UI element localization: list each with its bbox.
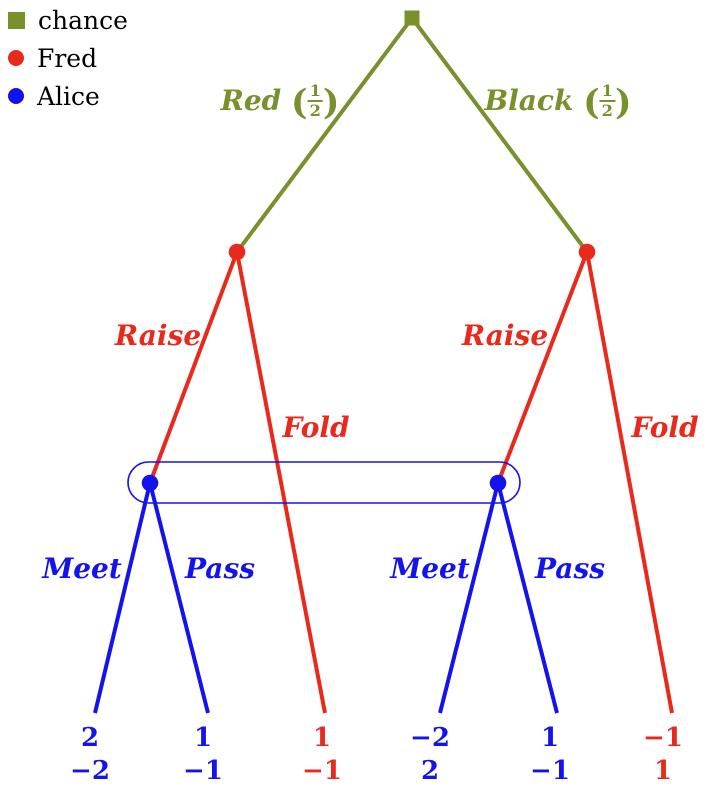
action-label-raise-right: Raise [461,319,549,352]
prob-numerator: 1 [599,80,615,102]
legend-label: Fred [37,43,98,73]
payoff-leaf-2: 1 −1 [183,722,223,788]
action-label-pass-left: Pass [185,552,255,585]
payoff-top-value: 1 [540,723,560,753]
edge-alice-right-pass [496,482,559,714]
legend-label: chance [38,5,128,35]
payoff-top-value: 2 [80,723,100,753]
chance-square-icon [8,11,25,29]
payoff-bottom-value: −1 [530,756,570,786]
open-paren: ( [583,82,600,124]
payoff-top-value: 1 [193,723,213,753]
action-label-fold-left: Fold [282,411,350,444]
payoff-leaf-3: 1 −1 [302,722,342,788]
payoff-leaf-4: −2 2 [410,722,450,788]
fred-node-right [578,243,596,261]
legend-item-fred: Fred [8,43,97,73]
edge-fred-right-fold [585,251,674,714]
alice-node-left [141,474,159,492]
close-paren: ) [614,82,632,124]
action-label-meet-left: Meet [42,552,122,585]
branch-word: Red [220,83,282,117]
payoff-bottom-value: −1 [302,756,342,786]
legend-item-chance: chance [8,5,128,35]
edge-fred-right-raise [496,251,589,484]
edge-fred-left-fold [235,251,327,714]
payoff-leaf-5: 1 −1 [530,722,570,788]
legend-item-alice: Alice [8,81,100,111]
action-label-meet-right: Meet [390,552,470,585]
edge-chance-black [410,16,589,254]
legend-label: Alice [37,81,100,111]
information-set-outline [127,461,521,504]
payoff-top-value: −2 [410,723,450,753]
prob-denominator: 2 [309,100,321,120]
edge-alice-right-meet [438,482,500,714]
payoff-top-value: 1 [312,723,332,753]
payoff-leaf-6: −1 1 [643,722,683,788]
alice-node-right [489,474,507,492]
payoff-bottom-value: −1 [183,756,223,786]
prob-numerator: 1 [307,80,323,102]
chance-node [404,10,420,26]
close-paren: ) [322,82,340,124]
edge-fred-left-raise [148,251,239,484]
fred-node-left [228,243,246,261]
payoff-leaf-1: 2 −2 [70,722,110,788]
payoff-bottom-value: 2 [420,756,440,786]
payoff-bottom-value: −2 [70,756,110,786]
action-label-fold-right: Fold [631,411,699,444]
payoff-top-value: −1 [643,723,683,753]
action-label-pass-right: Pass [535,552,605,585]
action-label-raise-left: Raise [114,319,202,352]
fred-dot-icon [8,50,24,66]
open-paren: ( [291,82,308,124]
payoff-bottom-value: 1 [653,756,673,786]
edge-alice-left-meet [93,482,152,714]
alice-dot-icon [8,88,24,104]
edge-chance-red [235,16,414,254]
branch-word: Black [484,83,574,117]
prob-denominator: 2 [601,100,613,120]
edge-alice-left-pass [148,482,210,714]
